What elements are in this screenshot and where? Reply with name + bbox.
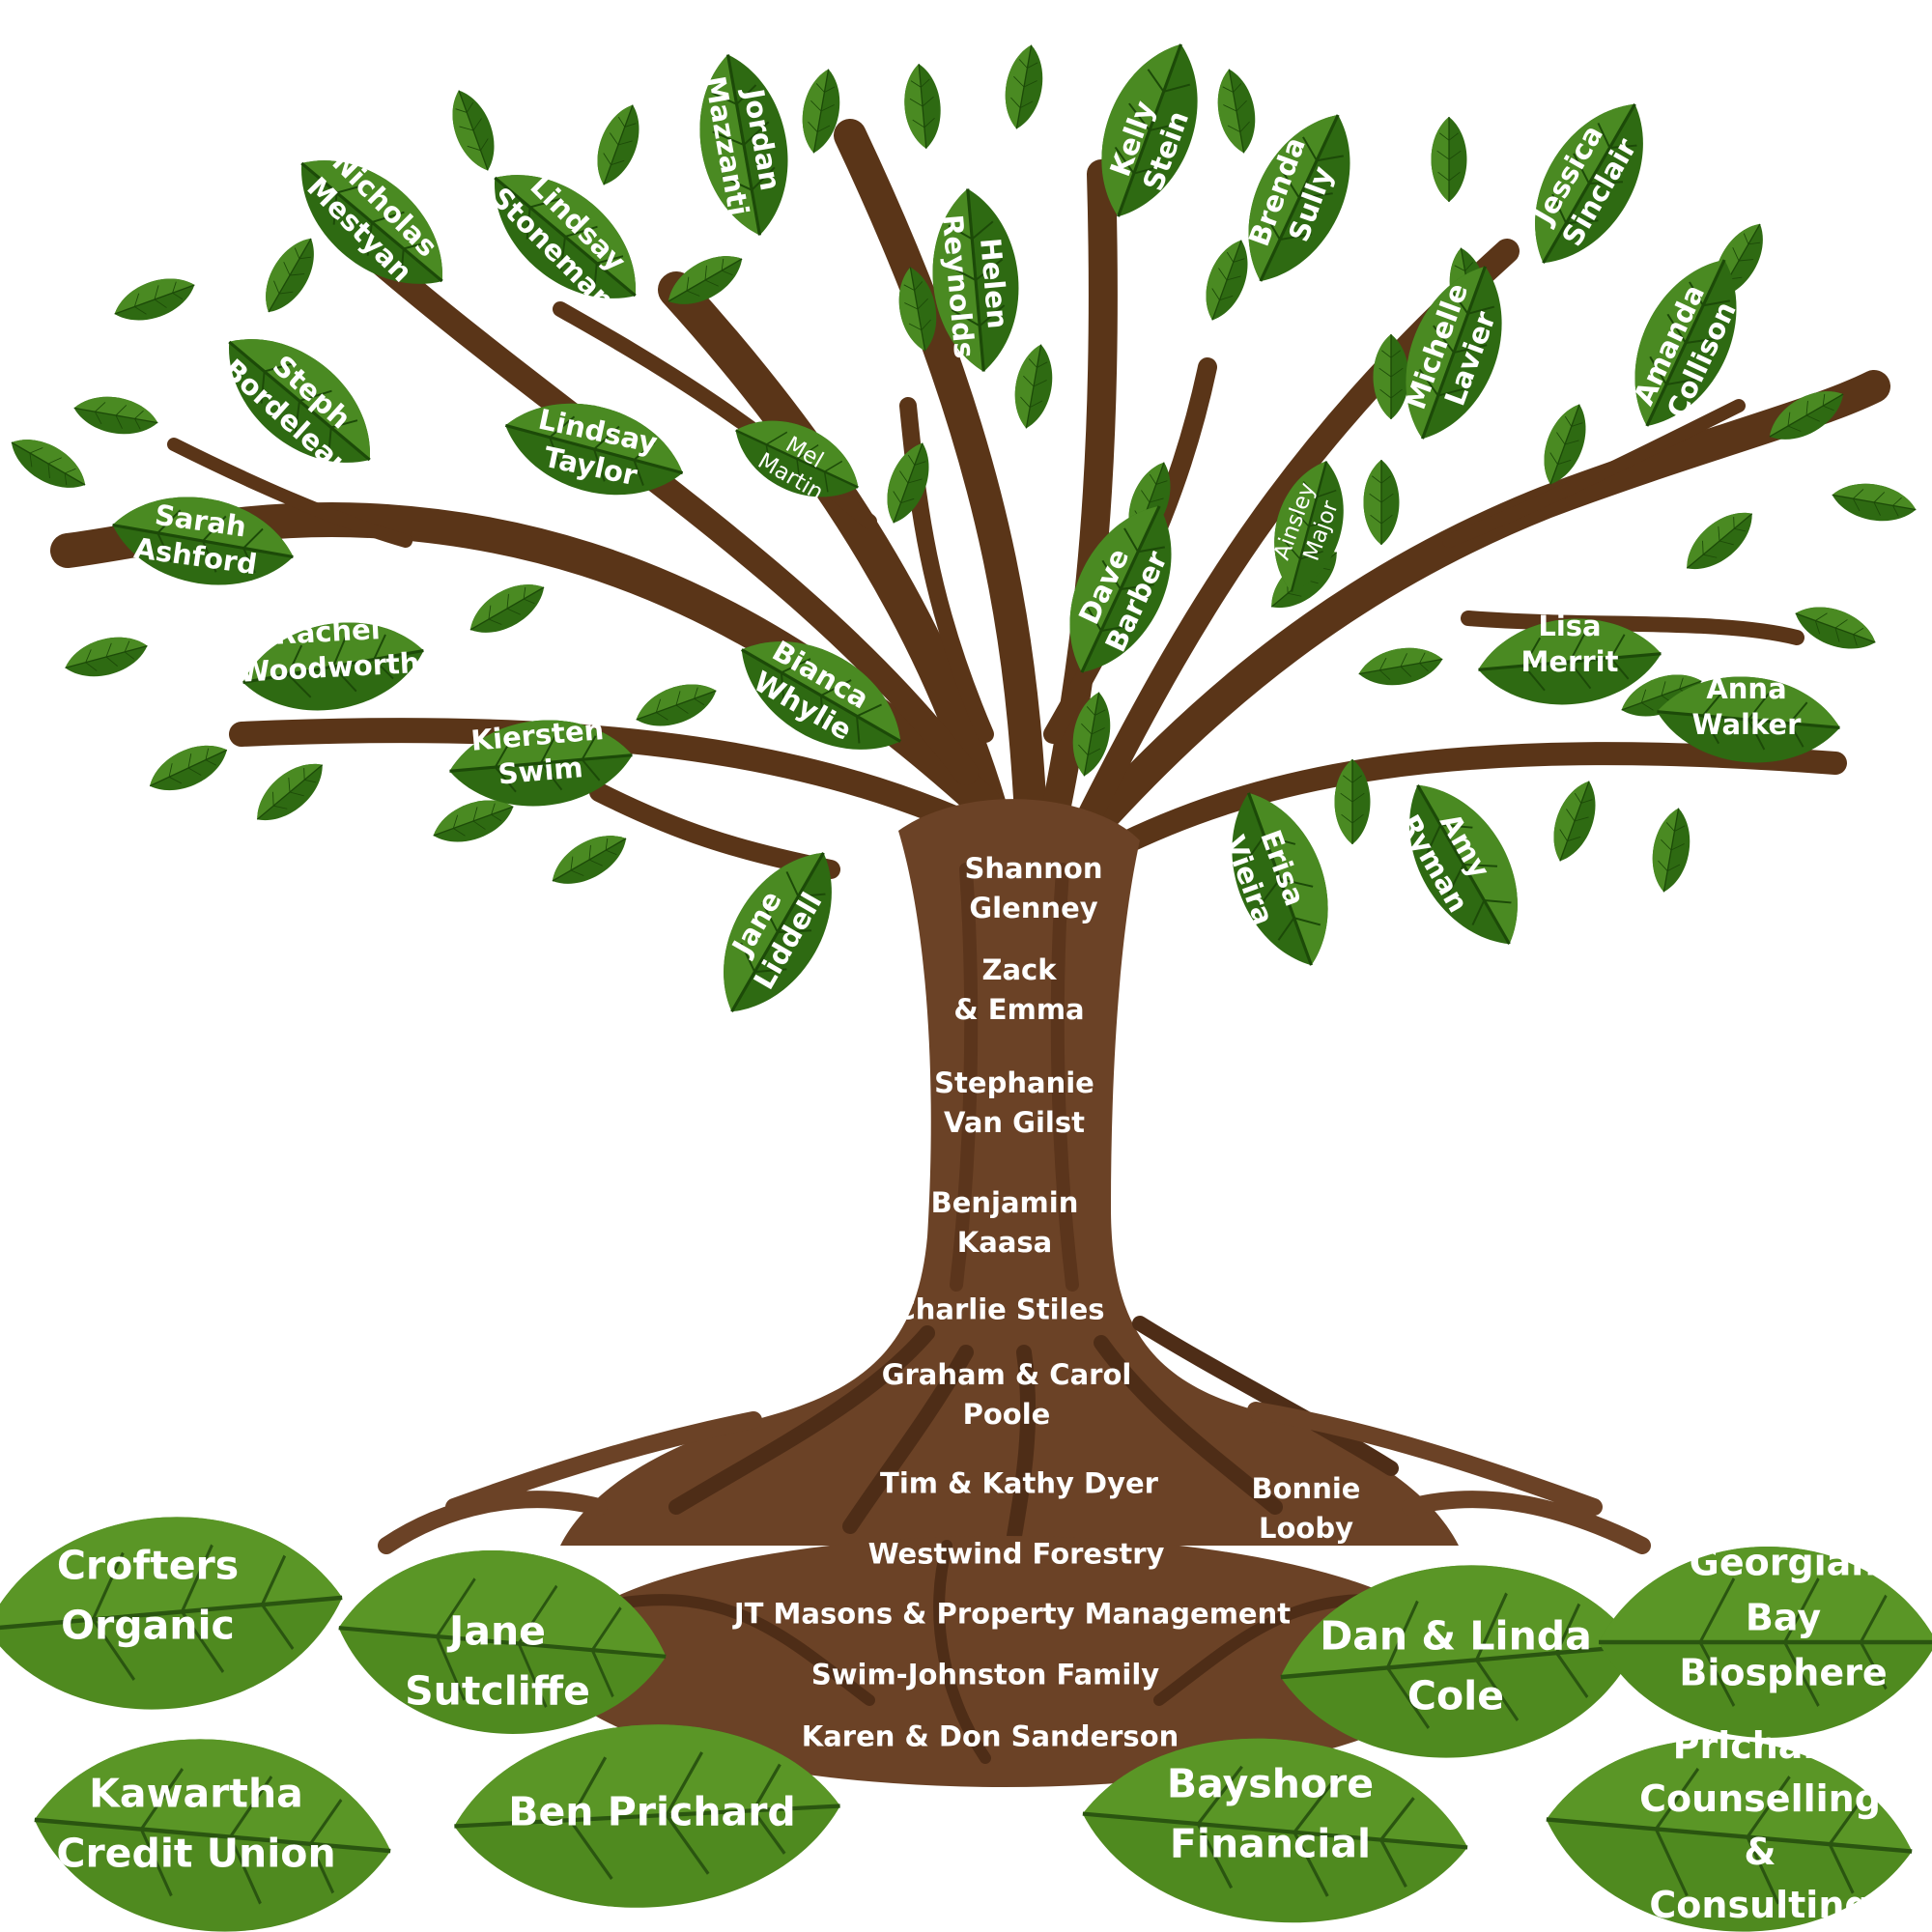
trunk-label-stephanie-van-gilst: Stephanie Van Gilst <box>934 1065 1094 1139</box>
root-label-dan-linda-cole: Dan & Linda Cole <box>1320 1612 1592 1719</box>
trunk-label-graham-carol-poole: Graham & Carol Poole <box>881 1357 1132 1431</box>
root-label-kawartha-credit-union: Kawartha Credit Union <box>56 1770 336 1877</box>
root-label-georgian-bay-biosphere: Georgian Bay Biosphere <box>1679 1541 1888 1694</box>
trunk-label-jt-masons: JT Masons & Property Management <box>733 1597 1292 1631</box>
trunk-label-tim-kathy-dyer: Tim & Kathy Dyer <box>880 1466 1158 1500</box>
leaf-label-kiersten-swim: Kiersten Swim <box>469 713 606 791</box>
root-label-ben-prichard: Ben Prichard <box>508 1788 796 1835</box>
root-label-bayshore-financial: Bayshore Financial <box>1166 1760 1375 1867</box>
trunk-label-charlie-stiles: Charlie Stiles <box>895 1293 1105 1326</box>
root-label-jane-sutcliffe: Jane Sutcliffe <box>405 1607 590 1715</box>
leaf-label-lisa-merrit: Lisa Merrit <box>1520 609 1619 678</box>
root-label-prichard-counselling: Prichard Counselling & Consulting <box>1639 1723 1881 1927</box>
tree-trunk <box>378 799 1651 1787</box>
leaf-label-helen-reynolds: Helen Reynolds <box>935 213 1015 360</box>
trunk-label-shannon-glenney: Shannon Glenney <box>964 851 1103 924</box>
trunk-label-swim-johnston-family: Swim-Johnston Family <box>810 1658 1160 1691</box>
root-label-crofters-organic: Crofters Organic <box>56 1542 240 1649</box>
trunk-label-westwind-forestry: Westwind Forestry <box>867 1537 1165 1571</box>
trunk-label-zack-emma: Zack & Emma <box>953 952 1085 1026</box>
trunk-label-benjamin-kaasa: Benjamin Kaasa <box>930 1185 1079 1259</box>
leaf-label-anna-walker: Anna Walker <box>1691 671 1802 741</box>
trunk-label-karen-don-sanderson: Karen & Don Sanderson <box>801 1719 1179 1753</box>
trunk-label-bonnie-looby: Bonnie Looby <box>1251 1471 1361 1545</box>
leaf-label-rachel-woodworth: Rachel Woodworth <box>238 612 421 689</box>
